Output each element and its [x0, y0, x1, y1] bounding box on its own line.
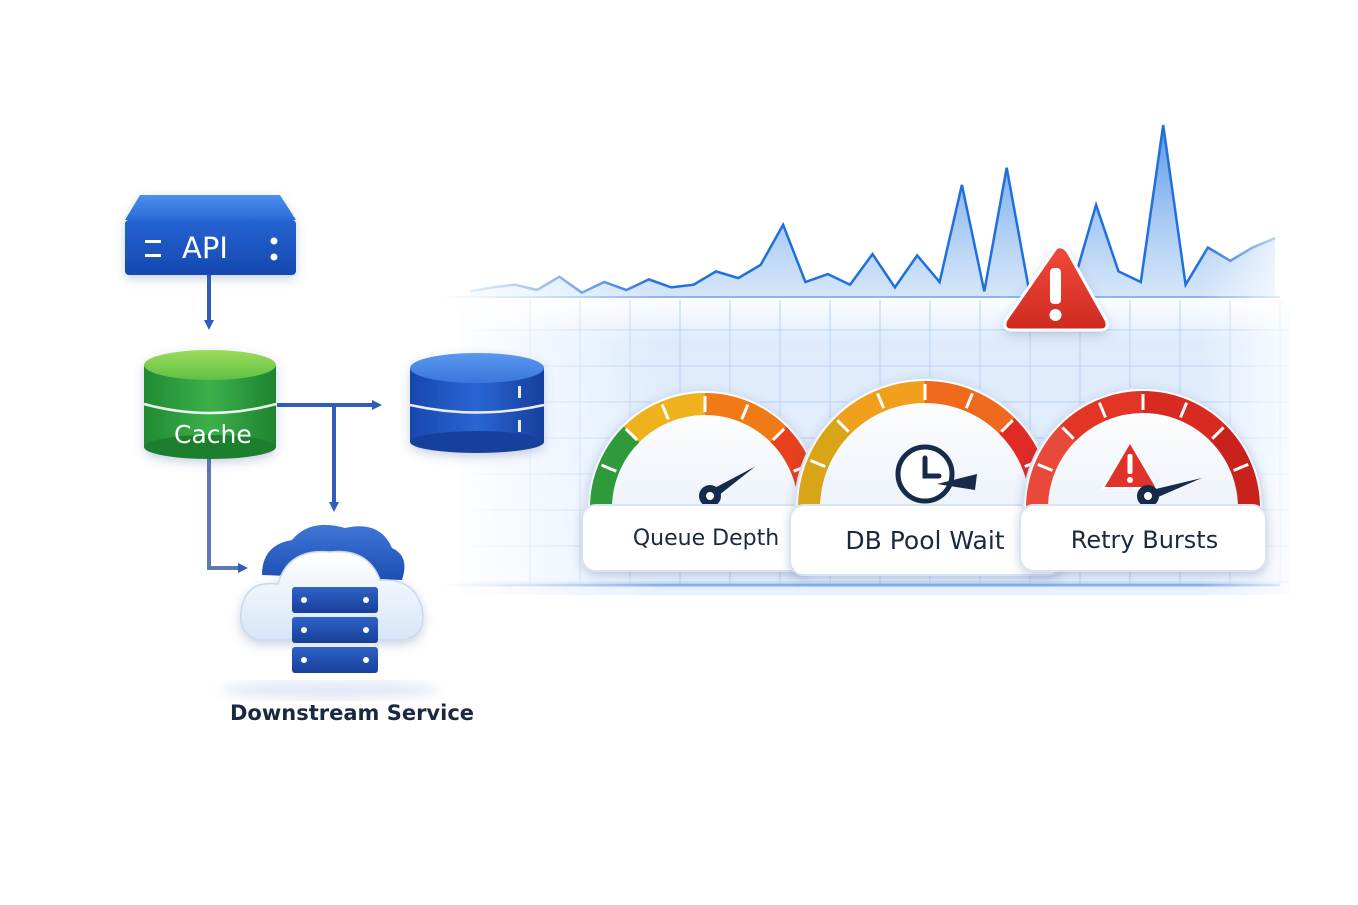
gauge-label-queue-depth: Queue Depth: [632, 526, 780, 551]
cache-node: [143, 350, 277, 459]
gauge-tick: [1000, 419, 1014, 433]
gauge-retry-bursts: [1019, 387, 1267, 572]
gauge-pivot-center: [1144, 492, 1152, 500]
gauge-tick: [660, 403, 670, 420]
gauge-tick: [964, 392, 974, 409]
gauges: [581, 377, 1267, 576]
gauge-label-card: [1019, 504, 1267, 572]
downstream-service-icon: [220, 524, 440, 698]
warning-icon: [1101, 440, 1159, 489]
api-node: [125, 195, 296, 275]
warning-icon: [1003, 245, 1109, 332]
gauge-tick: [624, 427, 639, 442]
downstream-service-label: Downstream Service: [230, 701, 475, 725]
gauge-db-pool-wait: [789, 377, 1063, 576]
gauge-tick: [876, 392, 886, 409]
gauge-tick: [809, 459, 826, 469]
database-icon: [409, 353, 545, 453]
server-stack-icon: [292, 587, 378, 673]
gauge-queue-depth: [581, 389, 825, 572]
clock-icon: [895, 444, 955, 504]
gauge-label-retry-bursts: Retry Bursts: [1070, 526, 1219, 554]
gauge-label-db-pool-wait: DB Pool Wait: [845, 526, 1005, 555]
gauge-tick: [600, 463, 617, 473]
gauge-tick: [771, 427, 786, 442]
gauge-tick: [1232, 462, 1249, 472]
gauge-tick: [1179, 402, 1189, 419]
series-area: [470, 125, 1275, 298]
connector-cache-downstream-side: [207, 458, 248, 573]
cache-label: Cache: [174, 420, 252, 449]
gauge-tick: [1211, 426, 1225, 440]
connectors: [204, 275, 382, 573]
gauge-needle: [937, 474, 977, 490]
gauge-tick: [836, 419, 850, 433]
gauge-tick: [740, 403, 750, 420]
gauge-tick: [1037, 462, 1054, 472]
gauge-tick: [1097, 402, 1107, 419]
gauge-tick: [1061, 426, 1075, 440]
api-label: API: [182, 231, 228, 265]
gauge-pivot-center: [706, 492, 714, 500]
gauge-needle: [1146, 478, 1202, 501]
